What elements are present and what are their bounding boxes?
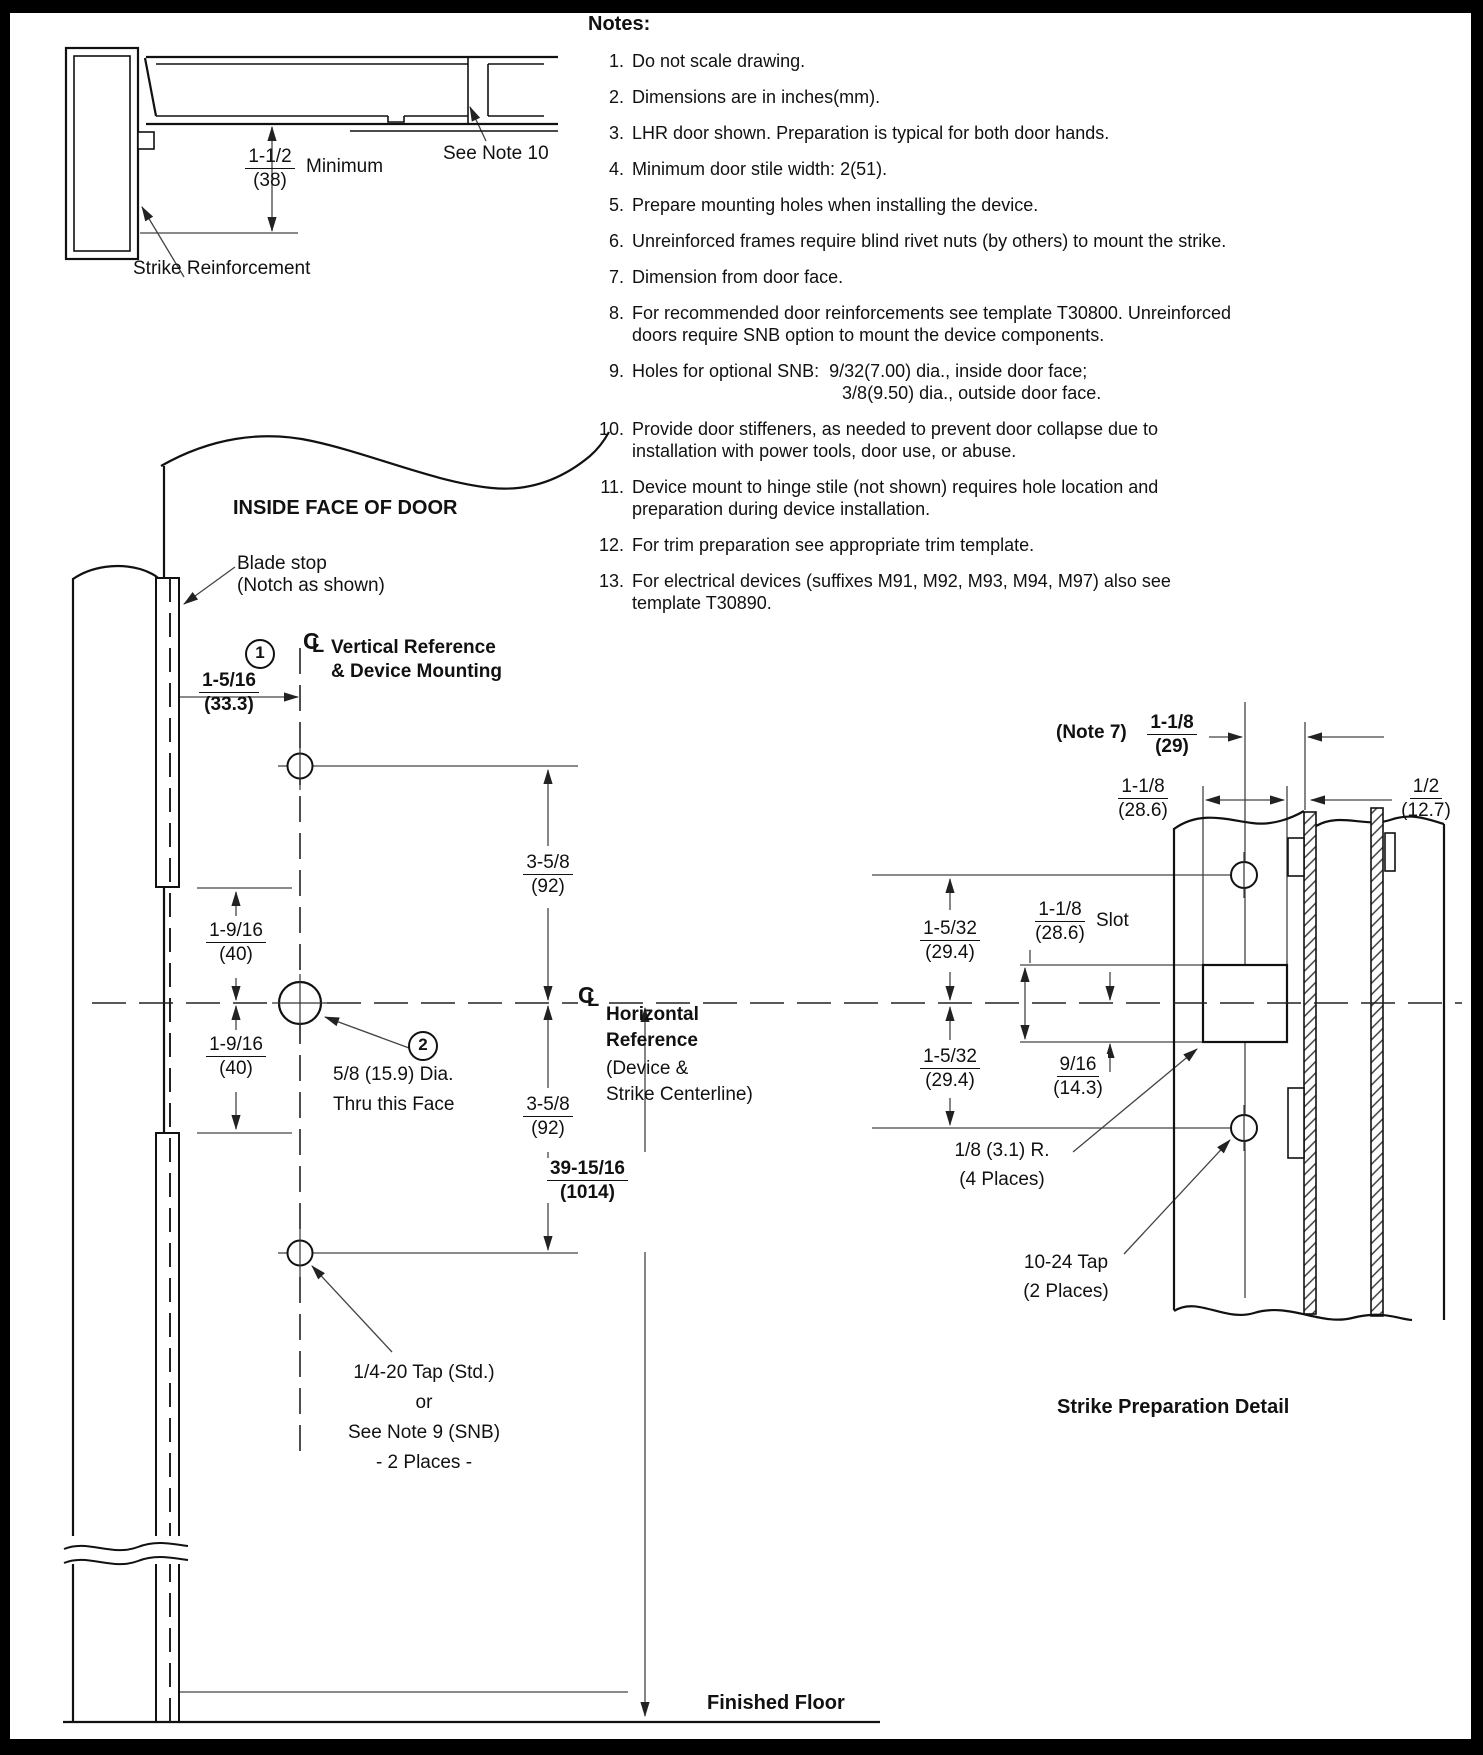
dim-slot-width: 1-1/8 (28.6) — [1026, 899, 1094, 944]
note-number: 6. — [608, 231, 624, 251]
note-number: 5. — [608, 195, 624, 215]
slot-label: Slot — [1096, 910, 1129, 931]
note-text: Prepare mounting holes when installing t… — [632, 195, 1039, 215]
note-item-8: 8. For recommended door reinforcements se… — [588, 302, 1288, 346]
dim-slot-half: 9/16 (14.3) — [1048, 1054, 1108, 1099]
notes-list: 1. Do not scale drawing. 2. Dimensions are … — [588, 50, 1288, 614]
holes — [272, 742, 1258, 1277]
strike-reinforcement-label: Strike Reinforcement — [133, 258, 311, 279]
note-text: For electrical devices (suffixes M91, M9… — [632, 571, 1171, 613]
dim-floor-height: 39-15/16 (1014) — [535, 1158, 640, 1203]
note7-label: (Note 7) — [1056, 722, 1127, 743]
door-elevation — [63, 431, 880, 1724]
note-text: Dimensions are in inches(mm). — [632, 87, 881, 107]
hole-diameter-label: 5/8 (15.9) Dia. Thru this Face — [333, 1064, 455, 1115]
note-item-1: 1. Do not scale drawing. — [588, 50, 1288, 72]
page-border-bottom — [0, 1739, 1483, 1755]
note-item-10: 10. Provide door stiffeners, as needed to… — [588, 418, 1288, 462]
note-number: 11. — [600, 477, 624, 497]
dim-blade-above: 1-9/16 (40) — [198, 920, 274, 965]
object-lines — [63, 46, 1446, 1724]
note-item-7: 7. Dimension from door face. — [588, 266, 1288, 288]
dim-bottom-hole: 3-5/8 (92) — [516, 1094, 580, 1139]
see-note-10-label: See Note 10 — [443, 143, 549, 164]
minimum-label: Minimum — [306, 156, 384, 177]
note-text: Holes for optional SNB: 9/32(7.00) dia.,… — [632, 361, 1102, 403]
note-text: For trim preparation see appropriate tri… — [632, 535, 1035, 555]
blade-stop-upper — [155, 577, 180, 888]
note-number: 10. — [598, 419, 624, 439]
note-item-12: 12. For trim preparation see appropriate … — [588, 534, 1288, 556]
finished-floor-label: Finished Floor — [707, 1692, 845, 1714]
vertical-reference-label: Vertical Reference & Device Mounting — [331, 637, 503, 682]
note-text: For recommended door reinforcements see … — [632, 303, 1231, 345]
dim-below-centerline: 1-5/32 (29.4) — [912, 1046, 988, 1091]
page-border-top — [0, 0, 1483, 13]
page-border-right — [1471, 0, 1483, 1755]
strike-tap-label: 10-24 Tap (2 Places) — [1023, 1252, 1109, 1302]
dim-strike-inset: 1-1/8 (28.6) — [1118, 776, 1168, 821]
note-item-5: 5. Prepare mounting holes when installing… — [588, 194, 1288, 216]
dim-reinforcement-min: 1-1/2 (38) — [236, 146, 304, 191]
note-item-6: 6. Unreinforced frames require blind rive… — [588, 230, 1288, 252]
note-number: 3. — [608, 123, 624, 143]
note-item-4: 4. Minimum door stile width: 2(51). — [588, 158, 1288, 180]
note-item-13: 13. For electrical devices (suffixes M91,… — [588, 570, 1288, 614]
note-number: 7. — [608, 267, 624, 287]
note-item-11: 11. Device mount to hinge stile (not show… — [588, 476, 1288, 520]
notes-title: Notes: — [588, 13, 651, 35]
note-item-9: 9. Holes for optional SNB: 9/32(7.00) dia… — [588, 360, 1288, 404]
notes-section: Notes: 1. Do not scale drawing. 2. Dimensio… — [588, 12, 1288, 628]
note-number: 4. — [608, 159, 624, 179]
note-number: 13. — [598, 571, 624, 591]
tap-note-label: 1/4-20 Tap (Std.) or See Note 9 (SNB) - … — [347, 1362, 501, 1473]
note-text: LHR door shown. Preparation is typical f… — [632, 123, 1110, 143]
dim-stile-inset: 1-5/16 (33.3) — [184, 670, 274, 715]
note-number: 8. — [608, 303, 624, 323]
note-text: Do not scale drawing. — [632, 51, 806, 71]
dim-blade-below: 1-9/16 (40) — [198, 1034, 274, 1079]
note-text: Unreinforced frames require blind rivet … — [632, 231, 1227, 251]
inside-face-title: INSIDE FACE OF DOOR — [233, 497, 458, 519]
strike-detail-title: Strike Preparation Detail — [1057, 1396, 1290, 1418]
callout-1-badge: 1 — [245, 639, 275, 669]
note-number: 12. — [598, 535, 624, 555]
note-text: Minimum door stile width: 2(51). — [632, 159, 888, 179]
dim-frame-return: 1/2 (12.7) — [1401, 776, 1451, 821]
note-item-2: 2. Dimensions are in inches(mm). — [588, 86, 1288, 108]
note-text: Device mount to hinge stile (not shown) … — [632, 477, 1159, 519]
door-break-symbol — [58, 1536, 190, 1566]
note-text: Dimension from door face. — [632, 267, 844, 287]
dim-above-centerline: 1-5/32 (29.4) — [912, 918, 988, 963]
note-number: 2. — [608, 87, 624, 107]
horizontal-reference-label: (Device & Strike Centerline) — [606, 1058, 753, 1105]
note-text: Provide door stiffeners, as needed to pr… — [632, 419, 1159, 461]
slot-radius-label: 1/8 (3.1) R. (4 Places) — [954, 1140, 1050, 1190]
blade-stop-lower — [155, 1132, 180, 1723]
page-border-left — [0, 0, 10, 1755]
note-number: 9. — [608, 361, 624, 381]
dim-device-inset: 1-1/8 (29) — [1140, 712, 1204, 757]
note-number: 1. — [608, 51, 624, 71]
dim-top-hole: 3-5/8 (92) — [516, 852, 580, 897]
strike-section — [1172, 807, 1446, 1322]
frame-head-section — [64, 46, 558, 261]
horizontal-reference-label-bold: Horizontal Reference — [606, 1004, 699, 1051]
blade-stop-label: Blade stop (Notch as shown) — [237, 553, 385, 596]
note-item-3: 3. LHR door shown. Preparation is typical… — [588, 122, 1288, 144]
callout-2-badge: 2 — [408, 1031, 438, 1061]
centerlines — [92, 578, 1462, 1722]
